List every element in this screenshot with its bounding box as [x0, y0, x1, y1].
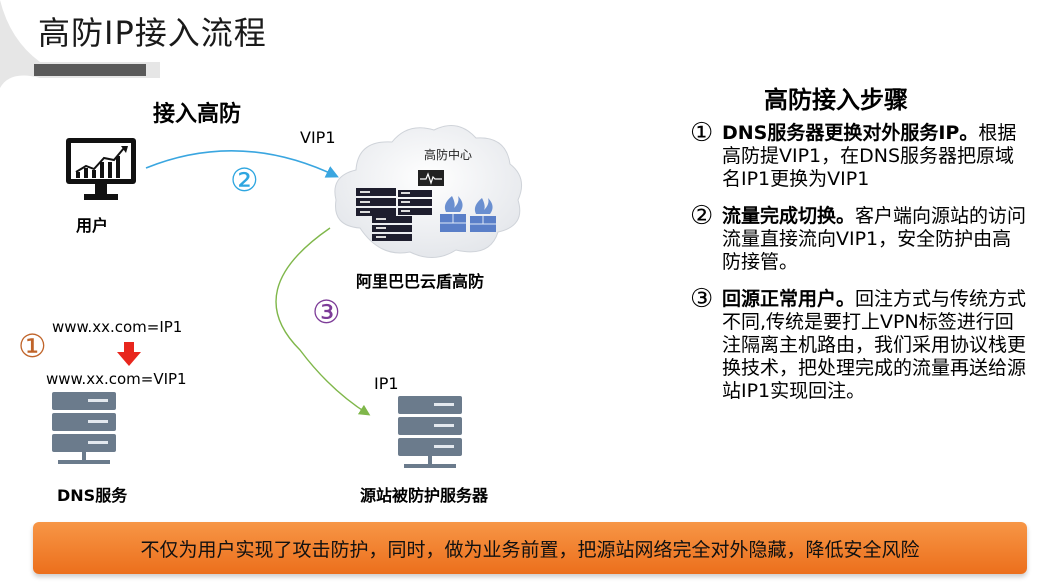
firewall-icon [438, 194, 498, 234]
down-arrow-icon [116, 342, 142, 366]
dns-service-label: DNS服务 [57, 482, 127, 506]
step-item: ② 流量完成切换。客户端向源站的访问流量直接流向VIP1，安全防护由高防接管。 [690, 205, 1030, 274]
dns-server-icon [52, 392, 116, 468]
step-2-marker: ② [230, 164, 259, 196]
summary-banner: 不仅为用户实现了攻击防护，同时，做为业务前置，把源站网络完全对外隐藏，降低安全风… [33, 522, 1027, 574]
step-title: 回源正常用户。 [722, 288, 855, 310]
ip1-label: IP1 [374, 374, 399, 393]
step-number: ② [690, 205, 722, 274]
server-rack-icon [398, 190, 432, 216]
step-title: DNS服务器更换对外服务IP。 [722, 122, 978, 144]
origin-server-icon [398, 396, 462, 470]
step-title: 流量完成切换。 [722, 205, 855, 227]
user-label: 用户 [76, 212, 108, 236]
dns-record-after: www.xx.com=VIP1 [46, 370, 187, 388]
step-item: ① DNS服务器更换对外服务IP。根据高防提VIP1，在DNS服务器把原域名IP… [690, 122, 1030, 191]
steps-heading: 高防接入步骤 [764, 80, 908, 115]
dns-record-before: www.xx.com=IP1 [52, 318, 182, 336]
center-label: 高防中心 [424, 146, 472, 163]
origin-server-label: 源站被防护服务器 [360, 482, 488, 506]
step-number: ① [690, 122, 722, 191]
access-label: 接入高防 [153, 96, 241, 128]
aliyun-shield-label: 阿里巴巴云盾高防 [356, 268, 484, 292]
monitor-chart-icon [64, 136, 138, 202]
server-rack-icon [356, 188, 396, 218]
step-body: 回源正常用户。回注方式与传统方式不同,传统是要打上VPN标签进行回注隔离主机路由… [722, 288, 1030, 403]
step-1-marker: ① [18, 330, 47, 362]
step-body: DNS服务器更换对外服务IP。根据高防提VIP1，在DNS服务器把原域名IP1更… [722, 122, 1030, 191]
server-rack-icon [372, 216, 412, 242]
step-body: 流量完成切换。客户端向源站的访问流量直接流向VIP1，安全防护由高防接管。 [722, 205, 1030, 274]
steps-list: ① DNS服务器更换对外服务IP。根据高防提VIP1，在DNS服务器把原域名IP… [690, 122, 1030, 417]
step-3-marker: ③ [312, 296, 341, 328]
step-number: ③ [690, 288, 722, 403]
pulse-monitor-icon [418, 170, 444, 188]
step-item: ③ 回源正常用户。回注方式与传统方式不同,传统是要打上VPN标签进行回注隔离主机… [690, 288, 1030, 403]
